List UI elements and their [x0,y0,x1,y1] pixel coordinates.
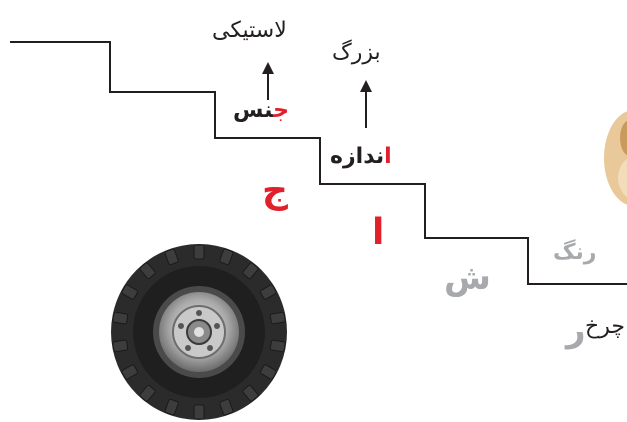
word-gender: جنس [233,98,289,123]
word-color: رنگ [553,240,597,265]
word-wheel: چرخ [585,314,625,339]
word-size-rest: ندازه [330,144,385,169]
word-big: بزرگ [332,40,381,65]
letter-re: ر [566,310,586,350]
word-size: اندازه [330,144,392,169]
letter-shin: ش [444,258,491,298]
tire-image [111,244,287,420]
partial-animal-image [604,111,627,205]
word-rubber: لاستیکی [212,18,287,43]
word-size-highlight: ا [384,144,392,169]
up-arrow-icon [360,80,372,128]
word-gender-highlight: ج [273,98,289,123]
up-arrow-icon [262,62,274,100]
letter-jim: ج [262,170,288,211]
letter-alef: ا [372,212,385,253]
word-gender-rest: نس [233,98,274,123]
